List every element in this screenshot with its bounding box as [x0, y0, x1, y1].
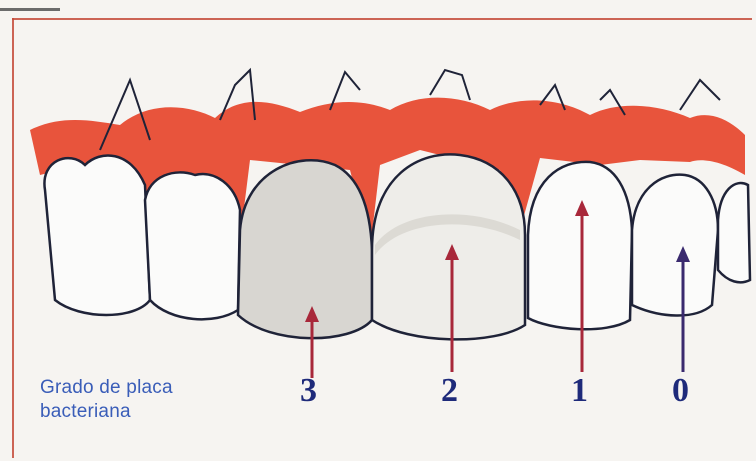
- grade-label-1: 1: [571, 372, 588, 410]
- tooth-grade-0: [632, 175, 718, 316]
- tooth-grade-3: [238, 160, 372, 338]
- grade-label-0: 0: [672, 372, 689, 410]
- caption-line-1: Grado de placa: [40, 376, 173, 400]
- grade-label-2: 2: [441, 372, 458, 410]
- tooth-grade-1: [528, 162, 632, 329]
- caption-text: Grado de placa bacteriana: [40, 376, 173, 424]
- caption-line-2: bacteriana: [40, 400, 173, 424]
- tooth-left: [145, 172, 240, 319]
- tooth-grade-2: [372, 154, 525, 339]
- tooth-far-right: [718, 183, 750, 282]
- tooth-far-left: [44, 155, 150, 315]
- grade-label-3: 3: [300, 372, 317, 410]
